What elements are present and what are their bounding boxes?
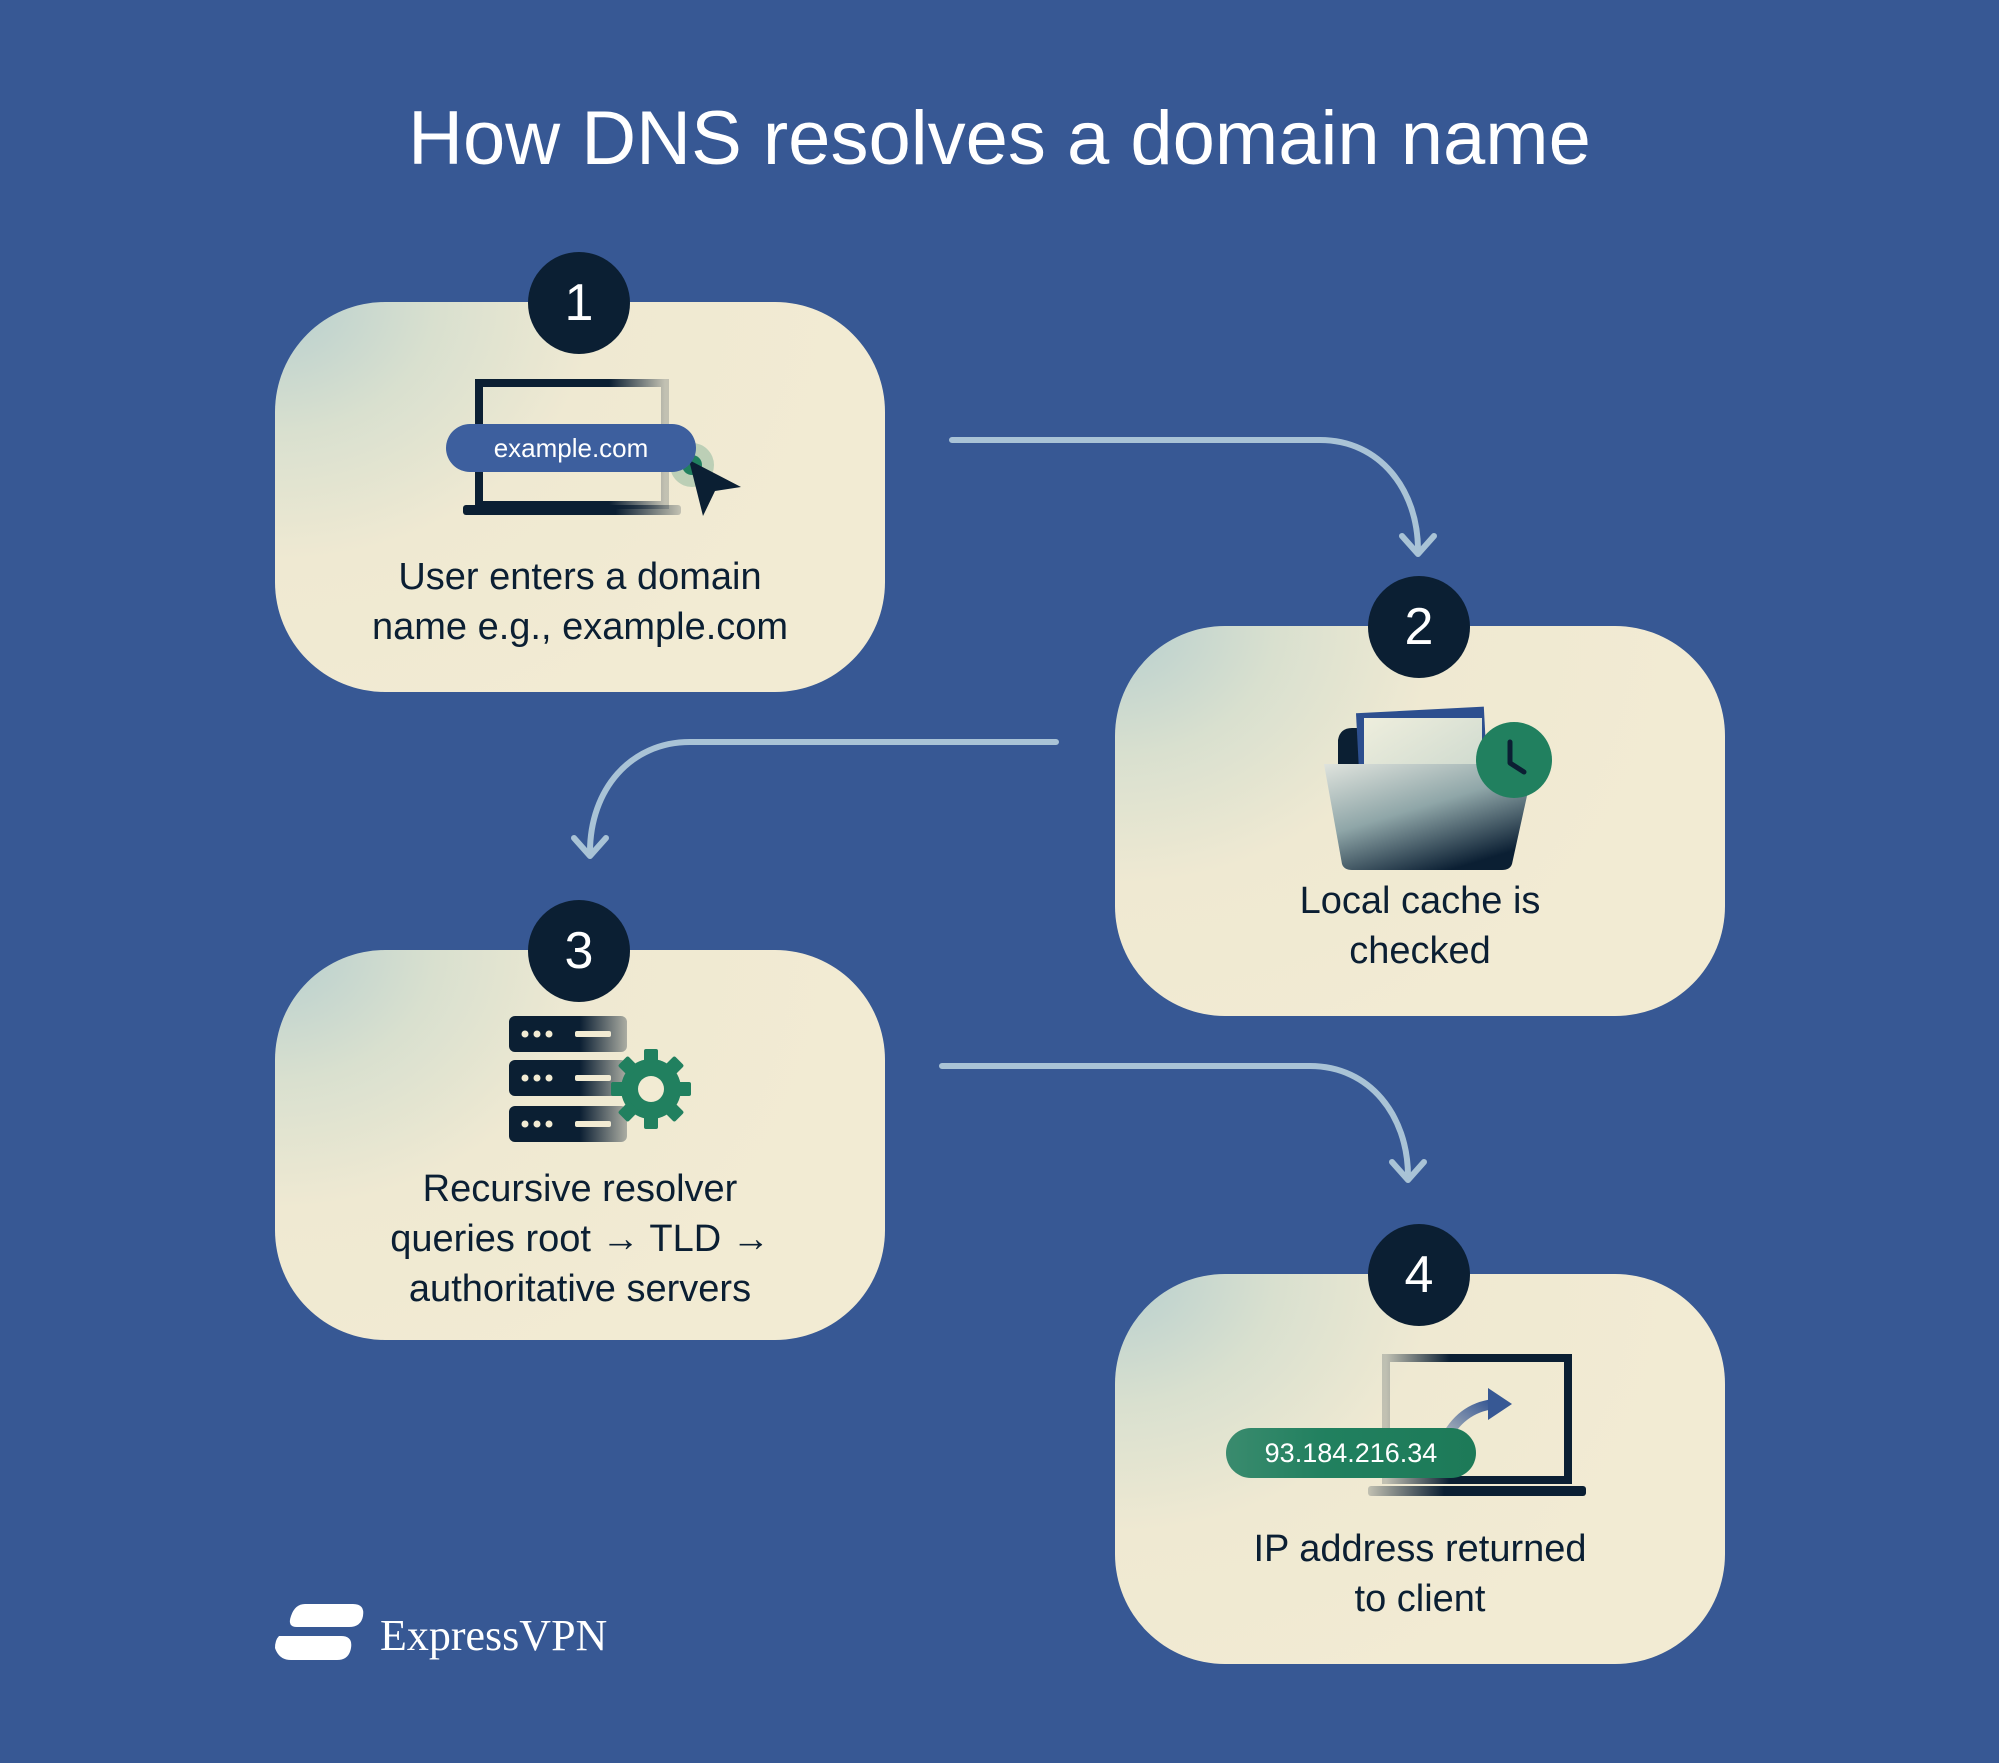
arrow-1-to-2-head [1399,533,1437,557]
step-3-caption: Recursive resolver queries root → TLD → … [275,1164,885,1314]
step-3-caption-line: Recursive resolver [422,1168,738,1210]
step-3-caption-line: authoritative servers [408,1268,752,1310]
step-2-badge: 2 [1368,576,1470,678]
page-title: How DNS resolves a domain name [408,96,1591,181]
arrow-2-to-3-head [571,835,609,859]
step-1-card [275,302,885,692]
step-1-caption: User enters a domain name e.g., example.… [275,552,885,652]
step-3-card [275,950,885,1340]
domain-input-pill: example.com [446,424,696,472]
step-4-caption-line: IP address returned [1253,1528,1587,1570]
arrow-1-to-2 [949,437,1421,553]
arrow-2-to-3 [587,739,1059,855]
step-4-badge: 4 [1368,1224,1470,1326]
step-3-badge: 3 [528,900,630,1002]
step-4-caption-line: to client [1354,1578,1486,1620]
step-2-caption-line: checked [1349,930,1491,972]
step-3-caption-line: queries root → TLD → [390,1218,770,1260]
arrow-3-to-4 [939,1063,1411,1179]
step-1-badge: 1 [528,252,630,354]
ip-address-pill: 93.184.216.34 [1226,1428,1476,1478]
step-4-caption: IP address returned to client [1115,1524,1725,1624]
folder-clock-icon [1324,706,1552,870]
brand-name: ExpressVPN [380,1611,608,1660]
arrow-3-to-4-head [1389,1159,1427,1183]
expressvpn-logo-icon [275,1604,364,1660]
step-1-caption-line: User enters a domain [398,556,762,598]
step-2-caption-line: Local cache is [1299,880,1541,922]
step-2-caption: Local cache is checked [1115,876,1725,976]
server-gear-icon [509,1016,691,1142]
step-1-caption-line: name e.g., example.com [371,606,789,648]
